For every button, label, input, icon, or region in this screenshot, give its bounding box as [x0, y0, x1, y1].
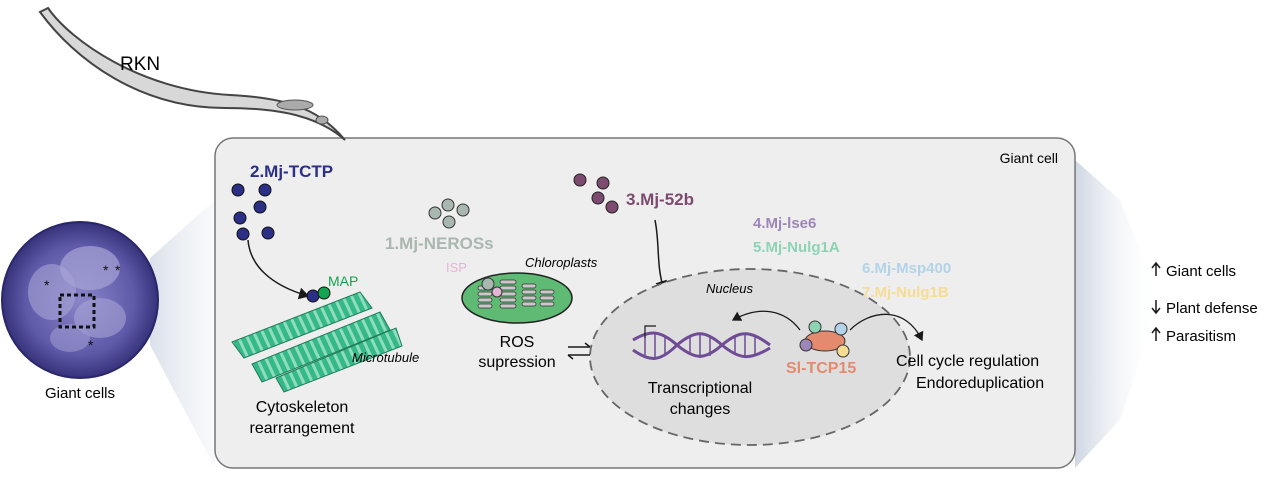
nematode-icon — [38, 6, 346, 141]
mj-nulg1a-label: 5.Mj-Nulg1A — [753, 239, 840, 256]
mj-nulg1b-label: 7.Mj-Nulg1B — [862, 284, 949, 301]
zoom-cone-right — [1075, 160, 1160, 468]
map-label: MAP — [328, 273, 358, 289]
mj52b-particles — [573, 173, 619, 214]
microtubule-icon — [231, 291, 403, 393]
outcome-label: Parasitism — [1166, 328, 1236, 345]
up-arrow-icon — [1151, 261, 1161, 276]
svg-text:*: * — [115, 262, 121, 278]
giant-cells-caption: Giant cells — [45, 385, 115, 402]
sl-tcp15-label: Sl-TCP15 — [786, 360, 856, 377]
mj-lse6-label: 4.Mj-lse6 — [753, 215, 816, 232]
endoreduplication-label: Endoreduplication — [916, 375, 1044, 392]
tcp15-to-dna-arrow — [731, 310, 801, 331]
up-arrow-icon — [1151, 326, 1161, 341]
svg-text:*: * — [103, 262, 109, 278]
dna-icon — [632, 325, 771, 360]
tcp15-to-cellcycle-arrow — [849, 313, 924, 342]
mj-msp400-label: 6.Mj-Msp400 — [862, 260, 951, 277]
cell-cycle-label: Cell cycle regulation — [896, 353, 1039, 370]
neross-particles — [428, 198, 470, 229]
mj-52b-label: 3.Mj-52b — [626, 190, 694, 209]
mj-neross-label: 1.Mj-NEROSs — [385, 234, 494, 253]
giant-cell-label: Giant cell — [1000, 150, 1058, 166]
outcome-giant-cells: Giant cells — [1151, 261, 1236, 280]
cytoskeleton-label-line1: Cytoskeleton — [256, 399, 349, 416]
outcome-label: Plant defense — [1166, 300, 1258, 317]
svg-text:*: * — [88, 337, 94, 353]
outcomes-list: Giant cells Plant defense Parasitism — [1151, 261, 1258, 345]
tissue-section-icon: * * * * — [1, 221, 159, 379]
nucleus-label: Nucleus — [706, 281, 753, 296]
tctp-particles — [231, 183, 275, 241]
exchange-arrows — [567, 342, 591, 360]
chloroplast-icon — [461, 272, 573, 324]
ros-label-line2: supression — [478, 354, 555, 371]
chloroplasts-label: Chloroplasts — [525, 255, 598, 270]
outcome-label: Giant cells — [1166, 263, 1236, 280]
tctp-bound-dot — [306, 289, 320, 303]
microtubule-label: Microtubule — [352, 350, 419, 365]
outcome-plant-defense: Plant defense — [1151, 300, 1258, 317]
transcriptional-label-line2: changes — [670, 401, 731, 418]
mj52b-arrow — [654, 219, 667, 292]
cytoskeleton-label-line2: rearrangement — [250, 420, 356, 437]
ros-label-line1: ROS — [500, 334, 535, 351]
mj-tctp-label: 2.Mj-TCTP — [250, 162, 333, 181]
map-dot — [317, 286, 331, 300]
rkn-label: RKN — [120, 54, 160, 75]
tctp-arrow — [247, 239, 310, 300]
zoom-cone-left — [150, 200, 215, 468]
tcp15-complex — [799, 320, 850, 358]
down-arrow-icon — [1151, 300, 1161, 315]
transcriptional-label-line1: Transcriptional — [648, 380, 752, 397]
outcome-parasitism: Parasitism — [1151, 326, 1236, 345]
svg-text:*: * — [44, 277, 50, 293]
isp-label: ISP — [446, 260, 467, 275]
